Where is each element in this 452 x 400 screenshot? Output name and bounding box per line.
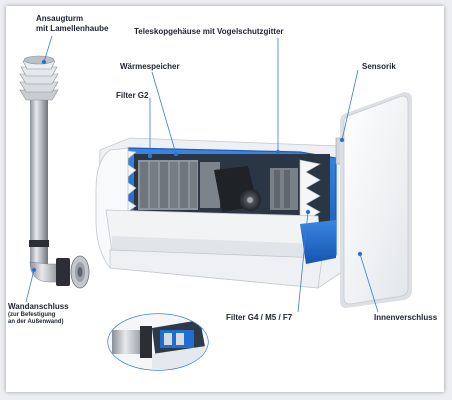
callout-lines (25, 35, 379, 313)
label-wall-connection: Wandanschluss (8, 302, 69, 311)
inner-cover (340, 92, 412, 308)
fan (214, 166, 261, 212)
label-filter-g4: Filter G4 / M5 / F7 (226, 313, 293, 322)
lamella-hood (19, 55, 59, 101)
label-inner-cover: Innenverschluss (374, 313, 438, 322)
label-heat-storage: Wärmespeicher (120, 62, 180, 71)
label-intake-tower-sub: mit Lamellenhaube (36, 24, 109, 33)
label-filter-g2: Filter G2 (116, 91, 149, 100)
detail-inset (107, 313, 209, 371)
label-wall-connection-sub1: (zur Befestigung (8, 312, 56, 318)
label-sensor: Sensorik (362, 62, 396, 71)
intake-tower (19, 55, 59, 265)
wall-connection (29, 255, 90, 289)
label-telescopic-housing: Teleskopgehäuse mit Vogelschutzgitter (134, 27, 284, 36)
housing (95, 137, 347, 289)
label-intake-tower: Ansaugturm (36, 14, 84, 23)
label-wall-connection-sub2: an der Außenwand) (8, 319, 64, 325)
heat-storage (138, 160, 298, 210)
